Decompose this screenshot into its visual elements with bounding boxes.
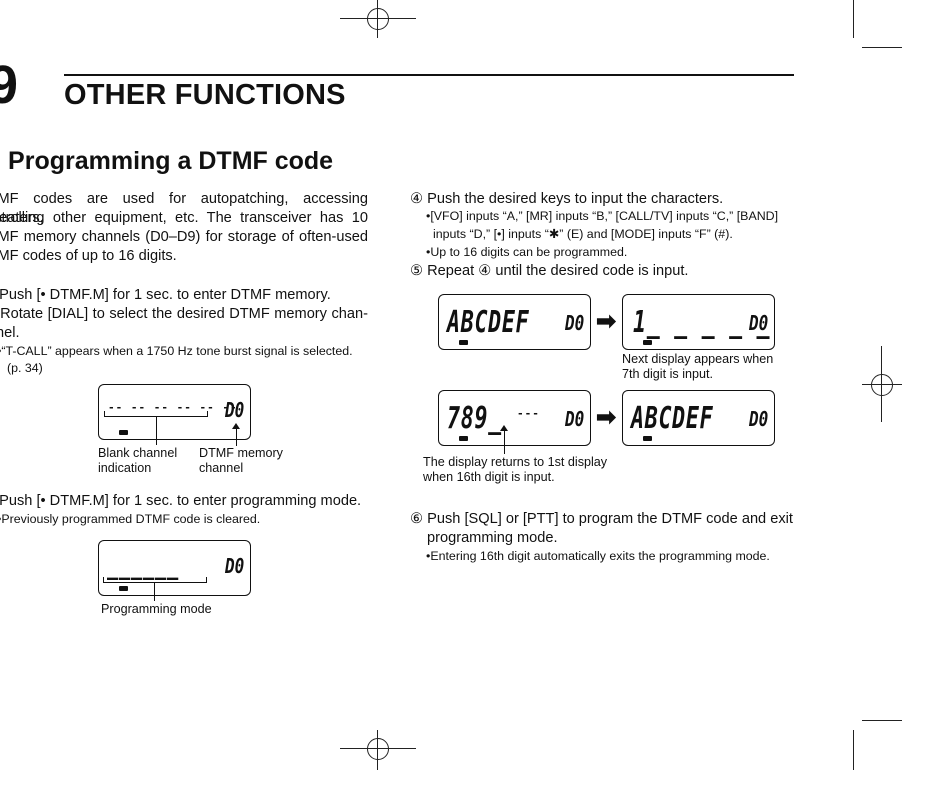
lcd-display-programming: ______ D0 <box>98 540 251 596</box>
callout-line <box>156 417 157 445</box>
step-5: ⑤ Repeat ④ until the desired code is inp… <box>410 263 689 279</box>
step-2-note-cont: (p. 34) <box>7 361 43 375</box>
crop-mark <box>853 730 854 770</box>
header-rule <box>64 74 794 76</box>
arrow-right-icon: ➡ <box>596 308 617 335</box>
lcd-channel-label: D0 <box>749 407 769 431</box>
lcd-main-digits: 789_ <box>447 401 502 436</box>
crop-mark <box>862 720 902 721</box>
crop-mark <box>853 0 854 38</box>
lcd-indicator-icon <box>643 340 652 345</box>
chapter-title: OTHER FUNCTIONS <box>64 79 346 111</box>
lcd-main-digits: ABCDEF <box>447 305 530 340</box>
callout-arrowhead <box>232 423 240 429</box>
lcd-indicator-icon <box>459 436 468 441</box>
caption-dtmf-memory: DTMF memory <box>199 446 283 460</box>
step-1: ① Push [• DTMF.M] for 1 sec. to enter DT… <box>0 287 331 303</box>
registration-mark <box>367 8 389 30</box>
step-4-note-cont: inputs “D,” [•] inputs “✱” (E) and [MODE… <box>433 227 733 241</box>
step-3-note: •Previously programmed DTMF code is clea… <box>0 512 261 526</box>
step-2-note: •“T-CALL” appears when a 1750 Hz tone bu… <box>0 344 353 358</box>
lcd-indicator-icon <box>119 586 128 591</box>
lcd-blank-dashes: --- <box>517 407 540 420</box>
lcd-channel-label: D0 <box>225 398 245 422</box>
lcd-display-next: 1_ _ _ _ _ D0 <box>622 294 775 350</box>
registration-mark <box>367 738 389 760</box>
caption-programming-mode: Programming mode <box>101 602 212 616</box>
step-2: ② Rotate [DIAL] to select the desired DT… <box>0 306 368 322</box>
step-6-note: •Entering 16th digit automatically exits… <box>426 549 770 563</box>
lcd-display-blank: -- -- -- -- -- -- D0 <box>98 384 251 440</box>
step-6: ⑥ Push [SQL] or [PTT] to program the DTM… <box>410 511 793 527</box>
crop-mark <box>862 47 902 48</box>
intro-line: DTMF memory channels (D0–D9) for storage… <box>0 229 368 245</box>
callout-line <box>504 430 505 454</box>
step-3: ③ Push [• DTMF.M] for 1 sec. to enter pr… <box>0 493 362 509</box>
lcd-channel-label: D0 <box>565 407 585 431</box>
caption-next-display: Next display appears when <box>622 352 774 366</box>
callout-bracket <box>104 416 208 417</box>
caption-dtmf-memory-cont: channel <box>199 461 244 475</box>
lcd-channel-label: D0 <box>565 311 585 335</box>
lcd-display-abcdef-return: ABCDEF D0 <box>622 390 775 446</box>
step-6-cont: programming mode. <box>427 530 558 546</box>
step-4: ④ Push the desired keys to input the cha… <box>410 191 724 207</box>
caption-blank-channel-cont: indication <box>98 461 152 475</box>
lcd-channel-label: D0 <box>225 554 245 578</box>
intro-line: DTMF codes of up to 16 digits. <box>0 248 177 264</box>
lcd-indicator-icon <box>119 430 128 435</box>
lcd-display-abcdef: ABCDEF D0 <box>438 294 591 350</box>
step-4-note-digits: •Up to 16 digits can be programmed. <box>426 245 628 259</box>
caption-next-display-cont: 7th digit is input. <box>622 367 714 381</box>
lcd-indicator-icon <box>643 436 652 441</box>
lcd-main-digits: 1_ _ _ _ _ <box>633 305 771 340</box>
lcd-channel-label: D0 <box>749 311 769 335</box>
callout-line <box>154 583 155 601</box>
callout-bracket <box>103 582 207 583</box>
callout-bracket <box>206 577 207 583</box>
step-2-cont: nel. <box>0 325 20 341</box>
callout-arrowhead <box>500 425 508 431</box>
registration-mark <box>871 374 893 396</box>
section-title: ■ Programming a DTMF code <box>0 147 334 175</box>
callout-line <box>236 428 237 446</box>
callout-bracket <box>207 411 208 417</box>
step-4-note: •[VFO] inputs “A,” [MR] inputs “B,” [CAL… <box>426 209 779 223</box>
lcd-blank-dashes: -- -- -- -- -- -- <box>108 401 238 414</box>
intro-line: DTMF codes are used for autopatching, ac… <box>0 191 368 226</box>
chapter-number: 9 <box>0 55 19 115</box>
lcd-display-789: 789_ --- D0 <box>438 390 591 446</box>
lcd-main-digits: ______ <box>107 551 179 581</box>
lcd-indicator-icon <box>459 340 468 345</box>
caption-returns: The display returns to 1st display <box>423 455 608 469</box>
lcd-main-digits: ABCDEF <box>631 401 714 436</box>
caption-returns-cont: when 16th digit is input. <box>423 470 555 484</box>
intro-line: controlling other equipment, etc. The tr… <box>0 210 368 226</box>
callout-bracket <box>104 411 105 417</box>
caption-blank-channel: Blank channel <box>98 446 178 460</box>
arrow-right-icon: ➡ <box>596 404 617 431</box>
callout-bracket <box>103 577 104 583</box>
